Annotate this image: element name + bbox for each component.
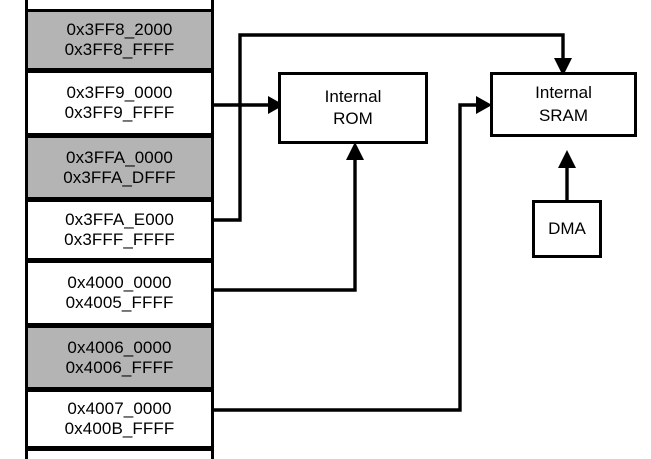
memory-row-3ff90000: 0x3FF9_0000 0x3FF9_FFFF [25, 70, 214, 136]
internal-rom-block: Internal ROM [278, 72, 428, 144]
memory-row-start-address: 0x3FFA_E000 [65, 210, 174, 230]
memory-row-3ffa0000: 0x3FFA_0000 0x3FFA_DFFF [25, 135, 214, 200]
internal-sram-block: Internal SRAM [490, 72, 637, 137]
memory-row-40060000: 0x4006_0000 0x4006_FFFF [25, 325, 214, 390]
memory-row-end-address: 0x4006_FFFF [65, 357, 174, 377]
wire-sram-range-to-rom [214, 160, 357, 292]
memory-row-40000000: 0x4000_0000 0x4005_FFFF [25, 260, 214, 326]
memory-row-3ffae000: 0x3FFA_E000 0x3FFF_FFFF [25, 199, 214, 261]
memory-row-start-address: 0x3FFA_0000 [66, 147, 173, 167]
memory-row-end-address: 0x3FF9_FFFF [64, 103, 175, 122]
memory-row-partial-bottom [25, 448, 214, 459]
memory-row-end-address: 0x3FF8_FFFF [64, 40, 175, 59]
internal-sram-label-line1: Internal [535, 83, 592, 103]
memory-row-end-address: 0x3FFA_DFFF [63, 167, 176, 187]
dma-block: DMA [532, 200, 602, 258]
arrowhead-rom-bottom [346, 142, 364, 160]
memory-row-start-address: 0x3FF9_0000 [66, 83, 173, 103]
memory-row-start-address: 0x3FF8_2000 [66, 20, 173, 40]
internal-sram-label-line2: SRAM [538, 105, 589, 125]
memory-row-end-address: 0x400B_FFFF [64, 419, 175, 438]
memory-row-40070000: 0x4007_0000 0x400B_FFFF [25, 389, 214, 449]
dma-label: DMA [548, 218, 586, 238]
internal-rom-label-line2: ROM [333, 109, 373, 128]
memory-row-end-address: 0x4005_FFFF [65, 293, 174, 312]
memory-row-3ff82000: 0x3FF8_2000 0x3FF8_FFFF [25, 9, 214, 71]
memory-row-start-address: 0x4006_0000 [67, 337, 172, 357]
arrowhead-sram-bottom [558, 150, 576, 168]
memory-row-start-address: 0x4000_0000 [67, 273, 172, 293]
internal-rom-label-line1: Internal [324, 86, 382, 106]
memory-row-start-address: 0x4007_0000 [67, 399, 172, 419]
memory-row-end-address: 0x3FFF_FFFF [64, 230, 175, 249]
wire-periph-range-to-sram [214, 103, 476, 412]
